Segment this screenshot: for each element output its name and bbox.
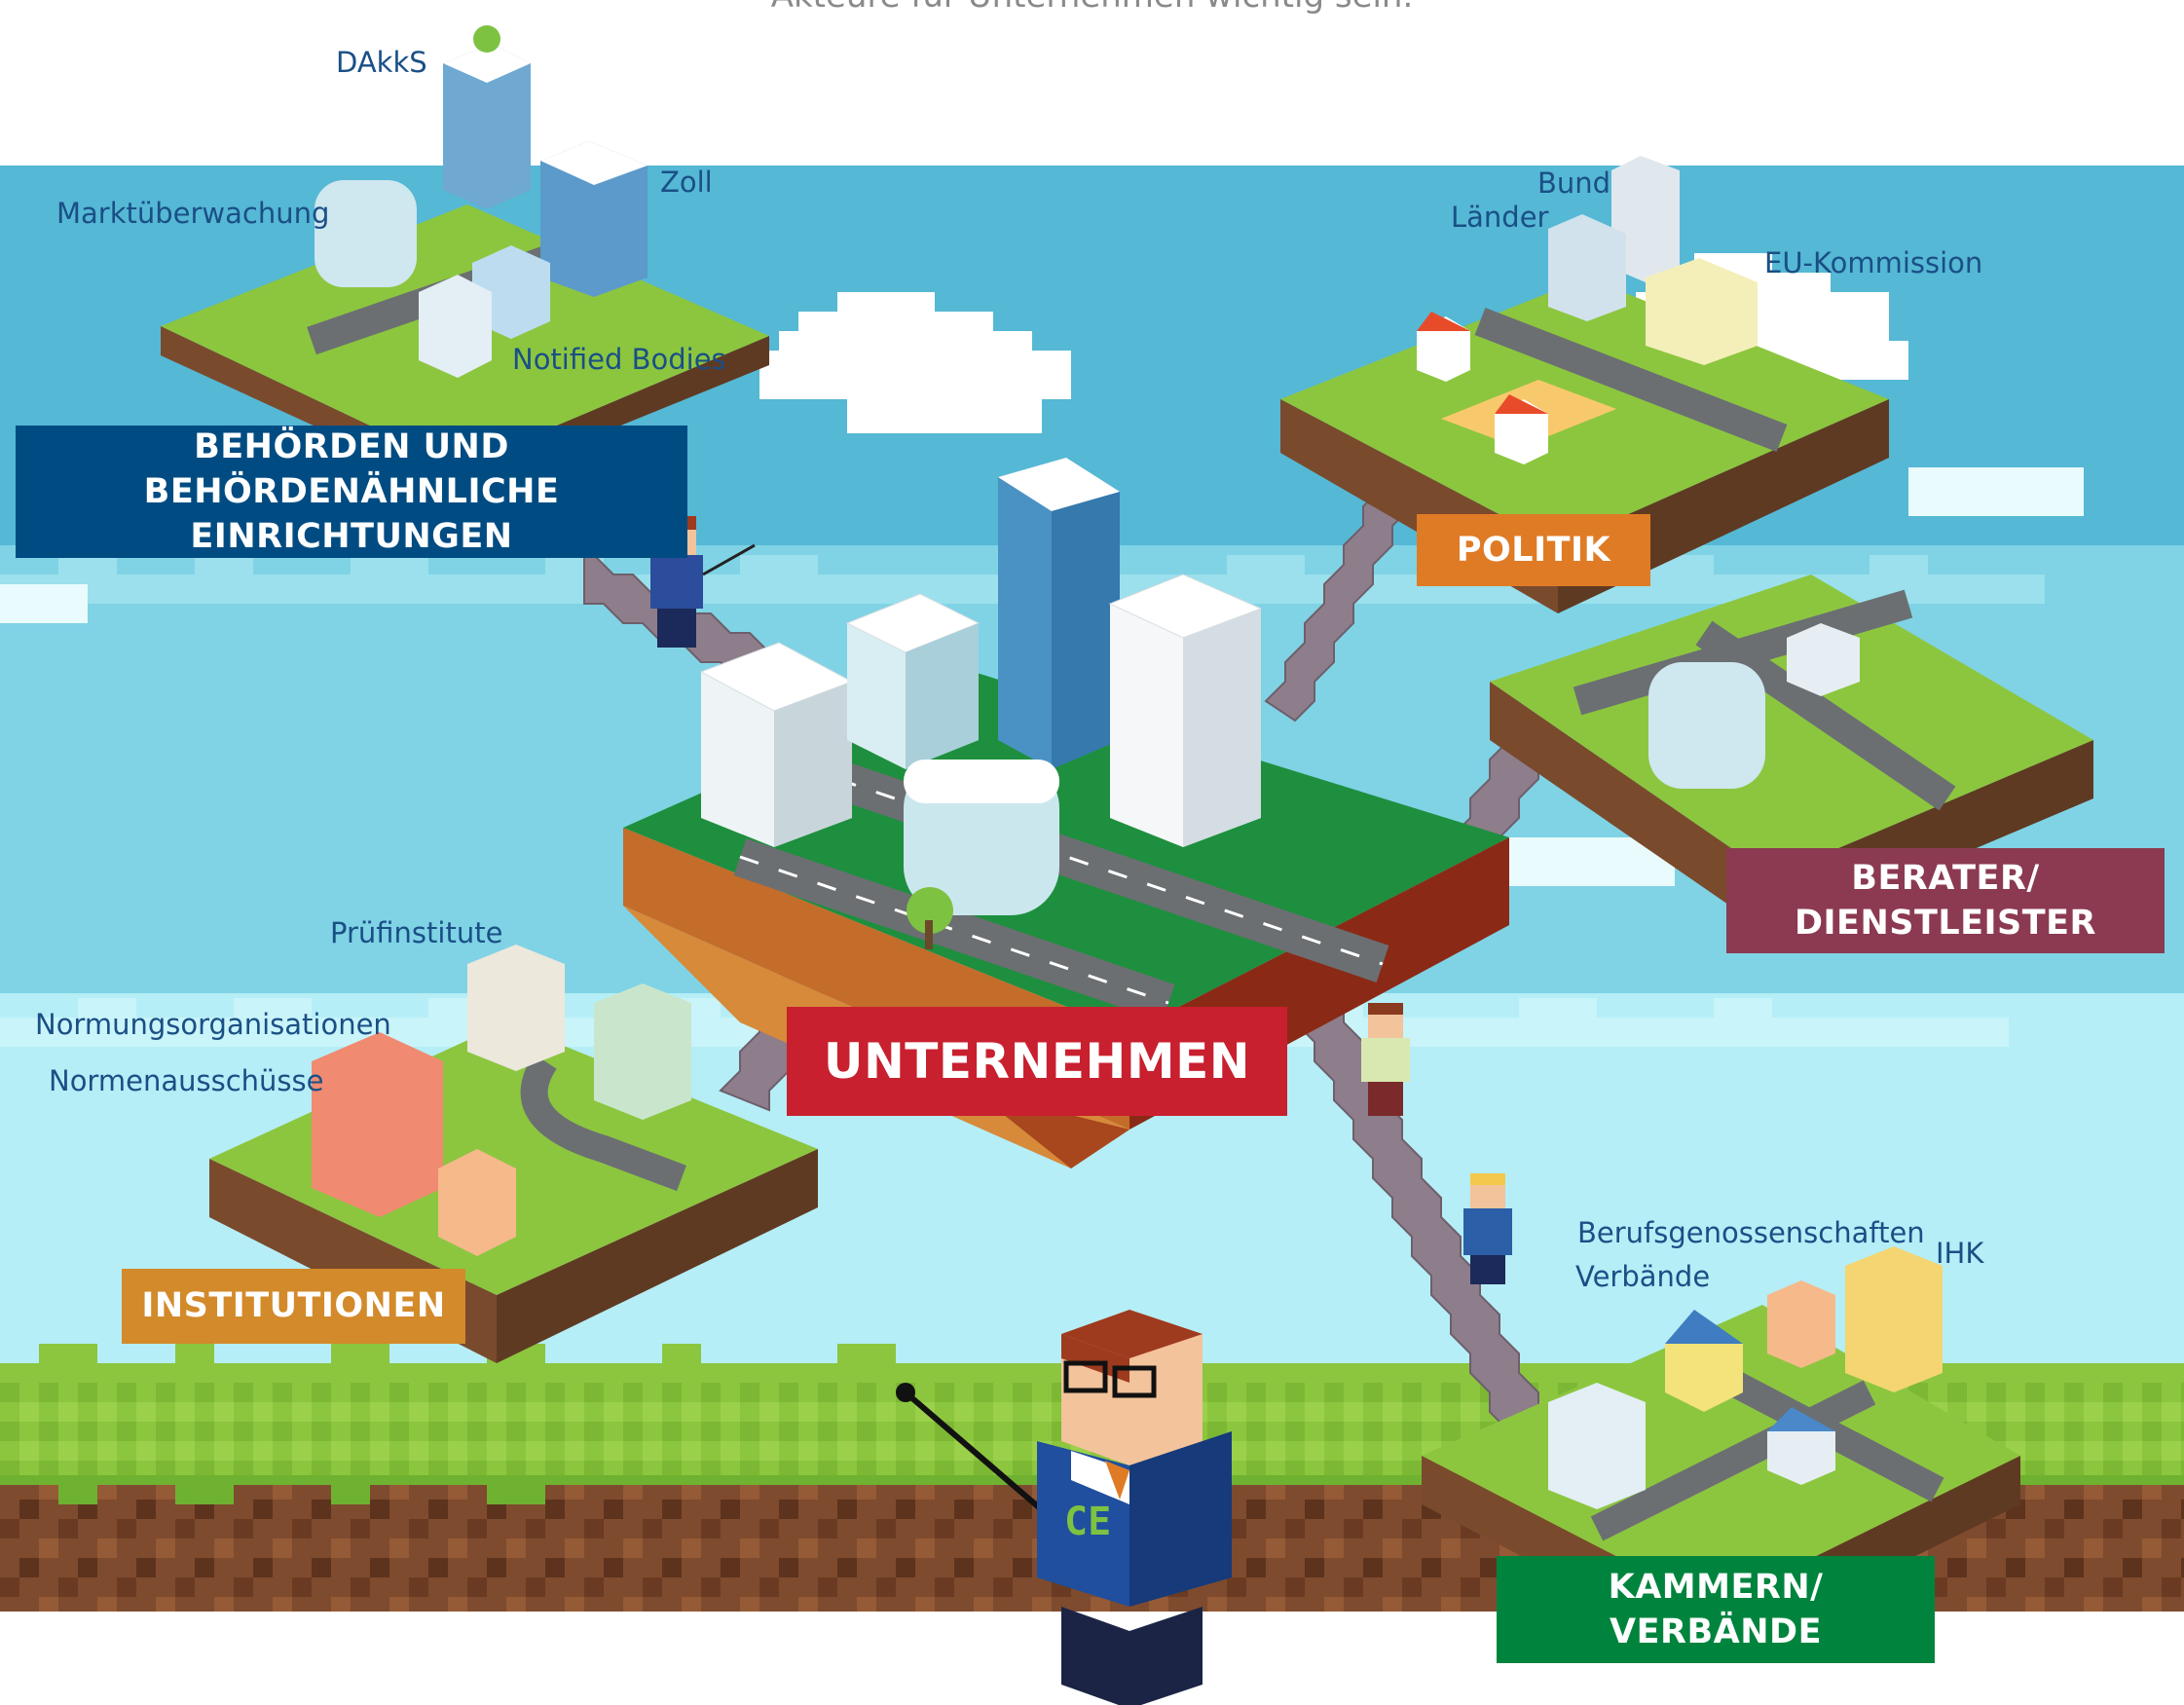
cloud-3 [0,467,2084,886]
mascot-ce-badge: CE [1064,1500,1112,1544]
label-normungsorganisationen: Normungsorganisationen [35,1008,391,1041]
category-behoerden-line1: BEHÖRDEN UND BEHÖRDENÄHNLICHE [143,426,560,511]
top-caption: Akteure für Unternehmen wichtig sein. [0,0,2184,16]
category-unternehmen: UNTERNEHMEN [787,1007,1287,1116]
category-berater: BERATER/ DIENSTLEISTER [1726,848,2165,953]
figure-stairs-1 [1361,1003,1410,1116]
category-kammern-line2: VERBÄNDE [1610,1612,1822,1651]
category-institutionen-label: INSTITUTIONEN [141,1286,446,1326]
ce-mascot [896,1310,1232,1705]
label-eu-kommission: EU-Kommission [1764,246,1983,279]
label-ihk: IHK [1936,1237,1984,1270]
label-laender: Länder [1451,201,1549,234]
label-bund: Bund [1537,167,1611,200]
label-zoll: Zoll [660,166,713,199]
category-politik: POLITIK [1417,514,1650,586]
island-unternehmen [623,458,1509,1168]
category-kammern: KAMMERN/ VERBÄNDE [1497,1556,1935,1663]
category-behoerden: BEHÖRDEN UND BEHÖRDENÄHNLICHE EINRICHTUN… [16,426,687,558]
label-marktueberwachung: Marktüberwachung [56,197,330,230]
label-berufsgenossenschaften: Berufsgenossenschaften [1577,1216,1925,1249]
label-pruefinstitute: Prüfinstitute [330,916,503,949]
cloud-1 [759,292,1071,433]
label-verbaende: Verbände [1575,1260,1711,1293]
category-behoerden-line2: EINRICHTUNGEN [190,517,513,557]
category-politik-label: POLITIK [1456,530,1611,570]
figure-stairs-2 [1463,1173,1512,1284]
category-berater-line2: DIENSTLEISTER [1794,904,2097,943]
island-kammern [1422,1246,2020,1655]
category-unternehmen-label: UNTERNEHMEN [823,1033,1251,1090]
category-kammern-line1: KAMMERN/ [1608,1567,1824,1607]
category-institutionen: INSTITUTIONEN [122,1269,465,1344]
island-institutionen [209,945,818,1363]
label-notified-bodies: Notified Bodies [512,343,726,376]
island-politik [1280,156,1889,613]
label-dakks: DAkkS [336,46,427,79]
label-normenausschuesse: Normenausschüsse [49,1064,324,1097]
category-berater-line1: BERATER/ [1851,858,2040,898]
